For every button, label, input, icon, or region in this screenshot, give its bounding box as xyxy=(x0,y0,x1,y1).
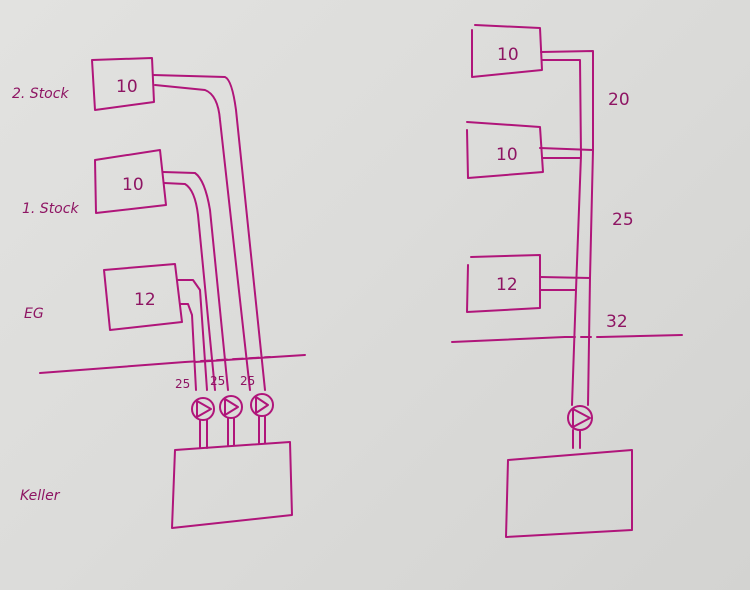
return-riser xyxy=(539,59,582,406)
radiator-value: 12 xyxy=(134,290,156,310)
pipe-1-stock xyxy=(162,171,229,391)
pump-connectors xyxy=(199,415,266,449)
pump-icon xyxy=(191,397,215,421)
boiler-box-left xyxy=(171,441,293,529)
radiator-value: 10 xyxy=(116,77,138,97)
right-diagram: 10 10 12 20 25 32 xyxy=(451,24,683,538)
supply-riser xyxy=(539,50,594,406)
pipe-size: 25 xyxy=(175,377,190,391)
pump-icon xyxy=(250,393,274,417)
radiator-value: 10 xyxy=(122,175,144,195)
floor-label-2-stock: 2. Stock xyxy=(12,86,69,102)
radiator-box-eg xyxy=(103,263,183,331)
radiator-value: 10 xyxy=(497,45,519,65)
radiator-box-bottom xyxy=(466,254,541,313)
radiator-value: 12 xyxy=(496,275,518,295)
radiator-box-top xyxy=(471,24,543,78)
pump-connectors xyxy=(572,429,581,449)
radiator-value: 10 xyxy=(496,145,518,165)
radiator-box-2-stock xyxy=(91,57,155,111)
radiator-box-middle xyxy=(466,121,544,179)
pipe-size: 25 xyxy=(240,374,255,388)
pipe-size: 20 xyxy=(608,90,630,110)
floor-label-keller: Keller xyxy=(20,488,61,504)
ground-line-dashed xyxy=(184,356,271,363)
pipe-size: 25 xyxy=(612,210,634,230)
pump-icon xyxy=(567,405,593,431)
pipe-size: 25 xyxy=(210,374,225,388)
pipe-eg xyxy=(177,279,208,391)
floor-label-eg: EG xyxy=(24,306,44,322)
left-diagram: 2. Stock 1. Stock EG Keller 10 10 12 25 … xyxy=(12,57,306,529)
pump-icon xyxy=(219,395,243,419)
boiler-box-right xyxy=(505,449,633,538)
radiator-box-1-stock xyxy=(94,149,167,214)
ground-line xyxy=(451,334,683,343)
pipe-size: 32 xyxy=(606,312,628,332)
floor-label-1-stock: 1. Stock xyxy=(22,201,79,217)
pipe-2-stock xyxy=(152,74,266,391)
